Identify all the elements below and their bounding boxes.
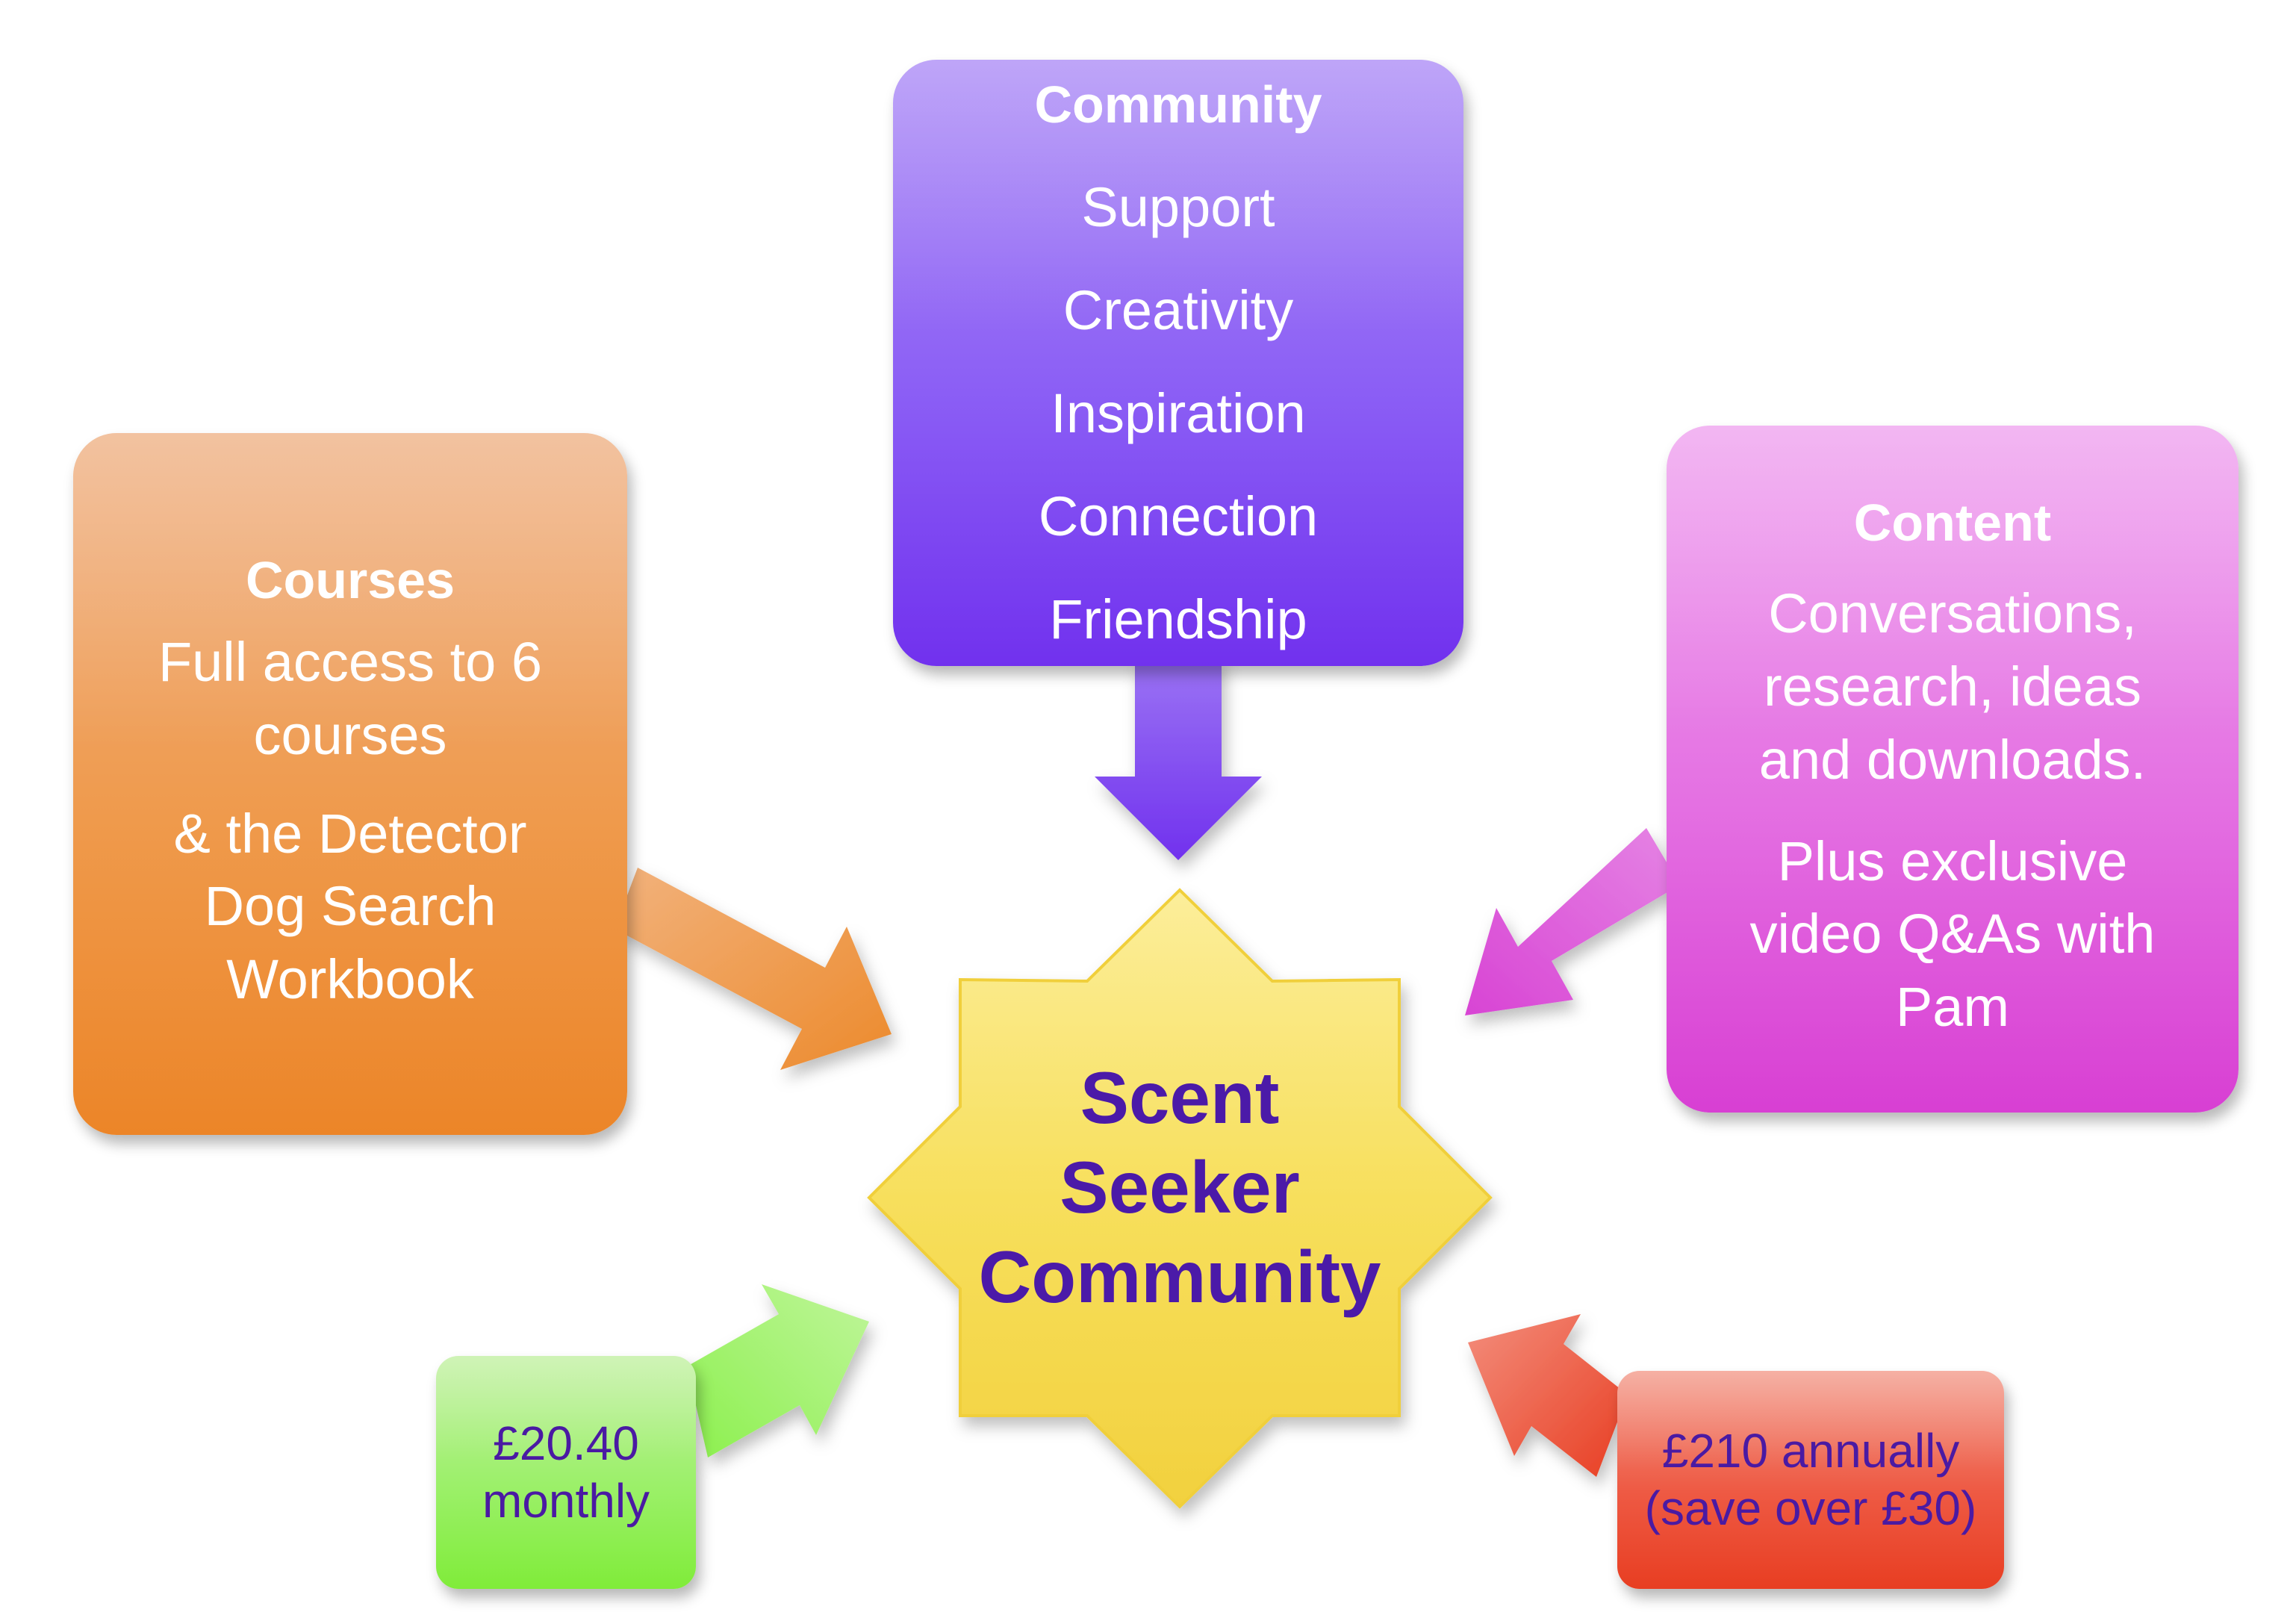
hub-star <box>867 888 1493 1509</box>
monthly-price-box: £20.40 monthly <box>436 1356 696 1589</box>
courses-title: Courses <box>245 551 455 610</box>
annual-price: £210 annually <box>1661 1424 1960 1478</box>
courses-box: Courses Full access to 6 courses & the D… <box>73 433 627 1135</box>
content-description: Conversations, research, ideas and downl… <box>1758 582 2147 791</box>
courses-workbook-text: & the Detector Dog Search Workbook <box>173 802 527 1010</box>
community-title: Community <box>1034 75 1322 134</box>
content-qa-text: Plus exclusive video Q&As with Pam <box>1749 830 2156 1038</box>
courses-arrow <box>615 868 892 1070</box>
courses-description: Full access to 6 courses <box>158 631 543 766</box>
community-arrow <box>1095 657 1262 860</box>
hub-label: Scent Seeker Community <box>918 1053 1441 1322</box>
community-values-list: Support Creativity Inspiration Connectio… <box>1039 156 1318 671</box>
annual-saving: (save over £30) <box>1644 1481 1977 1535</box>
community-value-creativity: Creativity <box>1063 279 1294 341</box>
community-value-friendship: Friendship <box>1049 588 1307 650</box>
hub-label-line: Seeker <box>1060 1146 1300 1228</box>
hub-label-line: Community <box>978 1236 1381 1318</box>
content-box: Content Conversations, research, ideas a… <box>1667 426 2239 1113</box>
annual-price-box: £210 annually (save over £30) <box>1617 1371 2004 1589</box>
community-box: Community Support Creativity Inspiration… <box>893 60 1463 666</box>
community-value-support: Support <box>1081 176 1275 238</box>
monthly-price: £20.40 <box>493 1416 639 1471</box>
monthly-period: monthly <box>482 1474 650 1528</box>
hub-label-line: Scent <box>1080 1057 1280 1139</box>
annual-arrow <box>1468 1314 1628 1477</box>
community-value-inspiration: Inspiration <box>1051 382 1306 444</box>
community-value-connection: Connection <box>1038 485 1319 547</box>
content-title: Content <box>1853 494 2052 553</box>
monthly-arrow <box>687 1284 869 1457</box>
content-arrow <box>1465 828 1680 1015</box>
